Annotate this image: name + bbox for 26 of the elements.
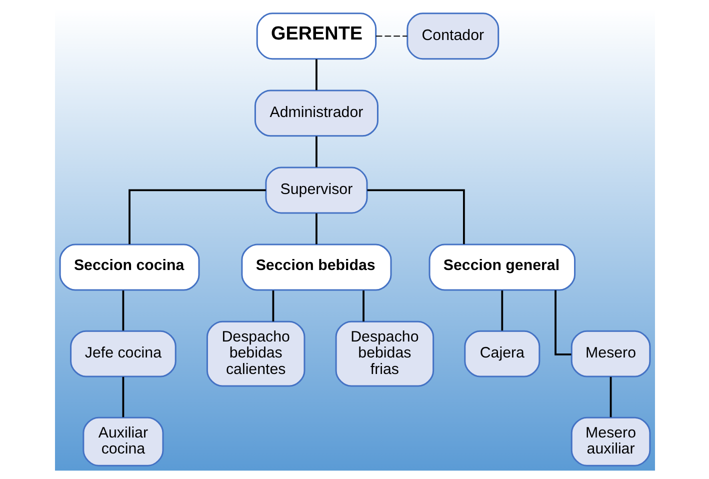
connector — [362, 290, 364, 322]
connector — [500, 290, 503, 331]
connector — [315, 136, 317, 168]
node-box: Jefe cocina — [70, 330, 176, 378]
connector — [315, 213, 317, 244]
node-box: Administrador — [254, 90, 378, 137]
node-box: Seccion bebidas — [240, 244, 392, 291]
node-box: Cajera — [464, 330, 540, 378]
connector — [315, 59, 317, 90]
node-box: Supervisor — [264, 166, 368, 214]
connector — [609, 376, 612, 418]
connector — [375, 36, 407, 37]
connector — [128, 189, 266, 244]
connector — [122, 290, 124, 331]
node-box: Auxiliar cocina — [82, 416, 164, 466]
node-box: GERENTE — [256, 12, 376, 60]
node-box: Seccion cocina — [58, 244, 200, 291]
node-box: Despacho bebidas calientes — [206, 320, 305, 387]
node-box: Mesero auxiliar — [570, 416, 650, 466]
connector — [272, 290, 274, 322]
connector — [366, 189, 464, 244]
node-box: Despacho bebidas frias — [334, 320, 434, 387]
connector — [122, 376, 124, 418]
node-box: Mesero — [570, 330, 650, 378]
node-box: Contador — [406, 12, 499, 60]
node-box: Seccion general — [428, 244, 576, 291]
